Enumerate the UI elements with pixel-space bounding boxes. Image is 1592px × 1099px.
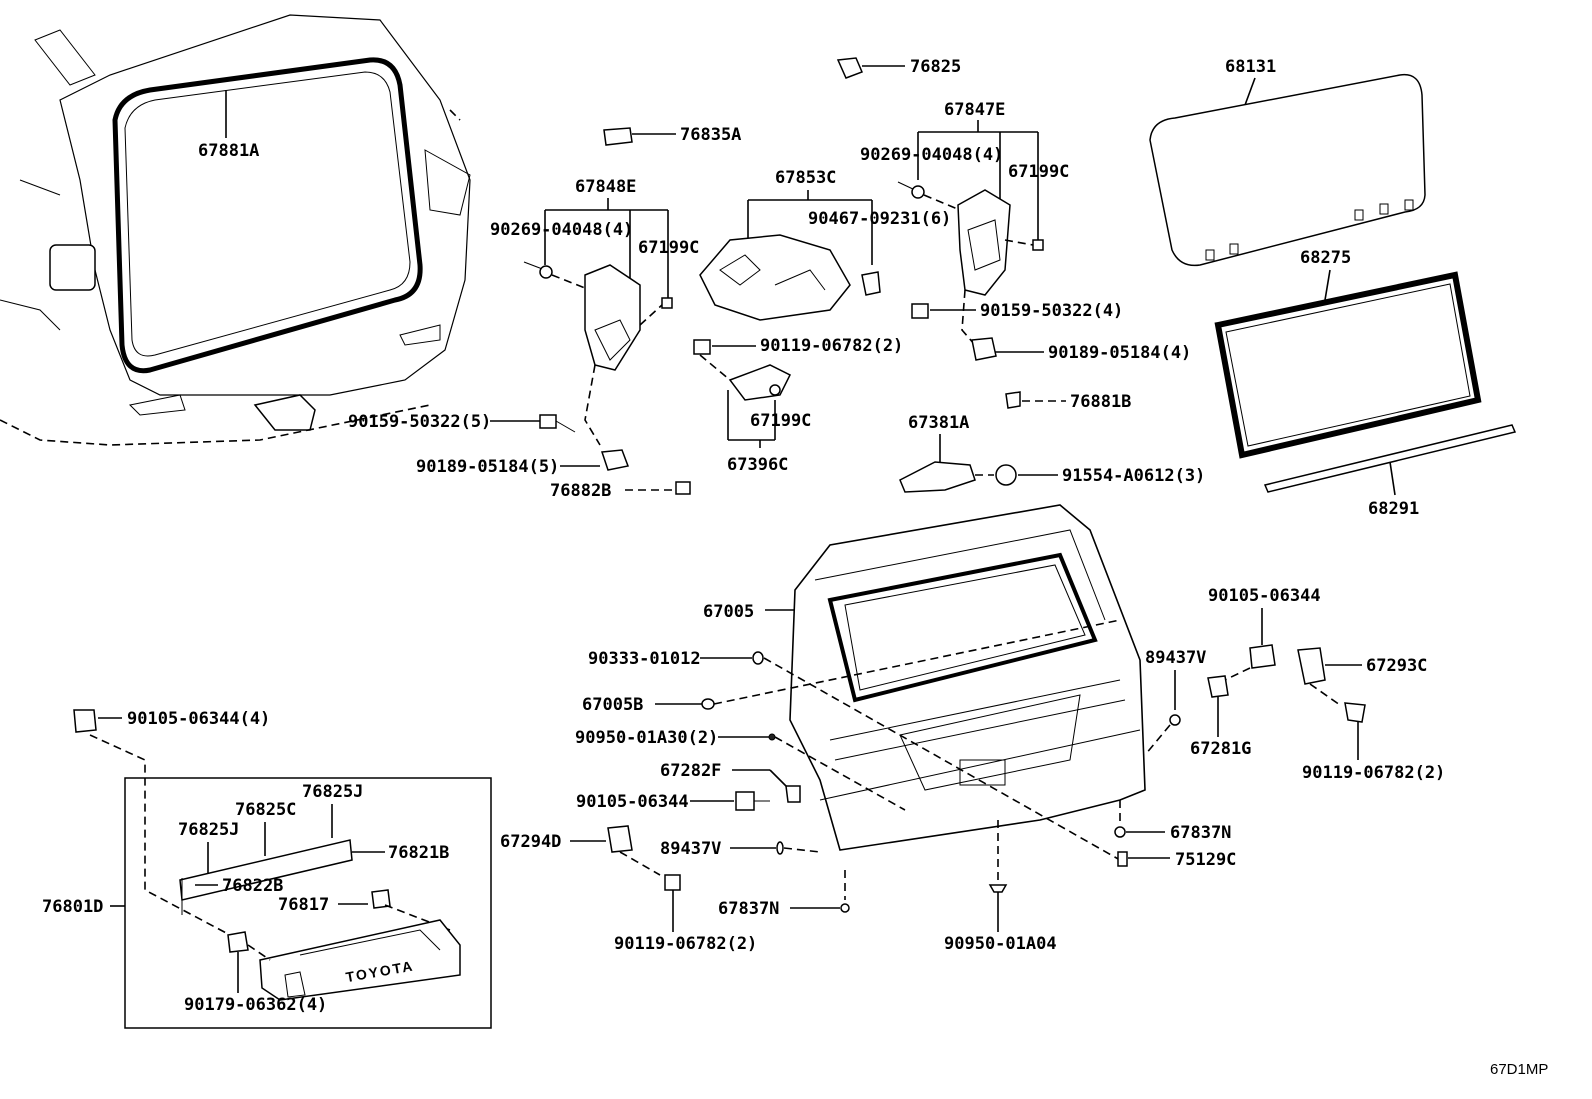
label-91554: 91554-A0612(3): [1062, 466, 1205, 486]
label-75129C: 75129C: [1175, 850, 1236, 870]
actuator-67381A: [899, 461, 976, 493]
label-67881A: 67881A: [198, 141, 259, 161]
label-67853C: 67853C: [775, 168, 836, 188]
emblem-kit-box: [124, 777, 492, 1029]
label-67848E: 67848E: [575, 177, 636, 197]
label-67396C: 67396C: [727, 455, 788, 475]
clip-90179: [227, 931, 249, 953]
label-90119-mid: 90119-06782(2): [760, 336, 903, 356]
label-76821B: 76821B: [388, 843, 449, 863]
label-76825C: 76825C: [235, 800, 296, 820]
bolt-90105-x4: [73, 709, 97, 733]
label-67837N-mid: 67837N: [718, 899, 779, 919]
label-90105-x4: 90105-06344(4): [127, 709, 270, 729]
back-door-panel-67005: [789, 504, 1146, 851]
bracket-67853C: [699, 234, 851, 321]
label-76825J-top: 76825J: [302, 782, 363, 802]
label-68291: 68291: [1368, 499, 1419, 519]
label-90119-bottom: 90119-06782(2): [614, 934, 757, 954]
label-89437V-mid: 89437V: [660, 839, 721, 859]
clip-76825: [836, 57, 863, 79]
label-76801D: 76801D: [42, 897, 103, 917]
label-67005: 67005: [703, 602, 754, 622]
label-89437V-right: 89437V: [1145, 648, 1206, 668]
label-90179: 90179-06362(4): [184, 995, 327, 1015]
molding-68291: [1263, 424, 1517, 493]
label-76881B: 76881B: [1070, 392, 1131, 412]
vehicle-rear-body-illustration: [0, 14, 471, 446]
label-76822B: 76822B: [222, 876, 283, 896]
label-90467: 90467-09231(6): [808, 209, 951, 229]
label-67381A: 67381A: [908, 413, 969, 433]
label-76825: 76825: [910, 57, 961, 77]
label-68275: 68275: [1300, 248, 1351, 268]
label-67293C: 67293C: [1366, 656, 1427, 676]
label-67005B: 67005B: [582, 695, 643, 715]
label-67282F: 67282F: [660, 761, 721, 781]
back-glass-68131: [1149, 73, 1426, 267]
toyota-emblem: [259, 919, 461, 1001]
label-90950-A30: 90950-01A30(2): [575, 728, 718, 748]
weatherstrip-68275: [1214, 271, 1482, 459]
hinge-bracket-right: [957, 189, 1011, 296]
label-68131: 68131: [1225, 57, 1276, 77]
label-67199C-right: 67199C: [1008, 162, 1069, 182]
label-67281G: 67281G: [1190, 739, 1251, 759]
label-90189-right: 90189-05184(4): [1048, 343, 1191, 363]
clip-76835A: [603, 127, 633, 146]
label-90119-right: 90119-06782(2): [1302, 763, 1445, 783]
label-90333: 90333-01012: [588, 649, 701, 669]
label-90159-left: 90159-50322(5): [348, 412, 491, 432]
label-90189-left: 90189-05184(5): [416, 457, 559, 477]
label-76835A: 76835A: [680, 125, 741, 145]
label-67199C-left: 67199C: [638, 238, 699, 258]
striker-67396C: [728, 364, 792, 401]
label-90269-right: 90269-04048(4): [860, 145, 1003, 165]
diagram-code: 67D1MP: [1490, 1061, 1548, 1078]
label-90950-A04: 90950-01A04: [944, 934, 1057, 954]
label-90105-mid: 90105-06344: [576, 792, 689, 812]
label-67199C-mid: 67199C: [750, 411, 811, 431]
label-67847E: 67847E: [944, 100, 1005, 120]
hinge-bracket-left: [584, 264, 641, 371]
label-76882B: 76882B: [550, 481, 611, 501]
emblem-strip-76825: [179, 839, 353, 901]
label-90269-left: 90269-04048(4): [490, 220, 633, 240]
label-76825J-left: 76825J: [178, 820, 239, 840]
label-76817: 76817: [278, 895, 329, 915]
label-67837N-right: 67837N: [1170, 823, 1231, 843]
label-90105-right: 90105-06344: [1208, 586, 1321, 606]
label-67294D: 67294D: [500, 832, 561, 852]
label-90159-right: 90159-50322(4): [980, 301, 1123, 321]
